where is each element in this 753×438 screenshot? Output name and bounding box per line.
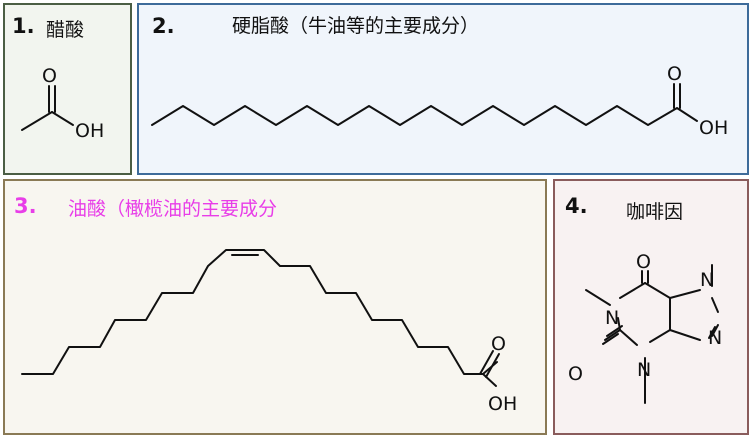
panel-2-title: 硬脂酸（牛油等的主要成分） bbox=[232, 15, 480, 37]
acetic-acid-hydroxyl-label: OH bbox=[75, 120, 104, 142]
panel-1-title: 醋酸 bbox=[46, 19, 85, 41]
panel-2-number: 2. bbox=[152, 14, 175, 38]
panel-4-title: 咖啡因 bbox=[626, 201, 684, 223]
stearic-acid-oxygen-label: O bbox=[667, 63, 682, 85]
panel-3-number: 3. bbox=[14, 194, 37, 218]
panel-oleic-acid bbox=[3, 179, 547, 435]
caffeine-oxygen-left-label: O bbox=[568, 363, 583, 385]
caffeine-n-top-label: N bbox=[700, 269, 714, 291]
panel-stearic-acid bbox=[137, 3, 749, 175]
oleic-acid-oxygen-label: O bbox=[491, 333, 506, 355]
panel-4-number: 4. bbox=[565, 194, 588, 218]
caffeine-oxygen-top-label: O bbox=[636, 251, 651, 273]
panel-acetic-acid bbox=[3, 3, 132, 175]
oleic-acid-hydroxyl-label: OH bbox=[488, 393, 517, 415]
panel-1-number: 1. bbox=[12, 14, 35, 38]
stearic-acid-hydroxyl-label: OH bbox=[699, 117, 728, 139]
caffeine-n-bottom-label: N bbox=[637, 359, 651, 381]
caffeine-n-left-label: N bbox=[605, 307, 619, 329]
acetic-acid-oxygen-label: O bbox=[42, 65, 57, 87]
caffeine-n-right-label: N bbox=[708, 327, 722, 349]
panel-3-title: 油酸（橄榄油的主要成分 bbox=[68, 198, 278, 220]
